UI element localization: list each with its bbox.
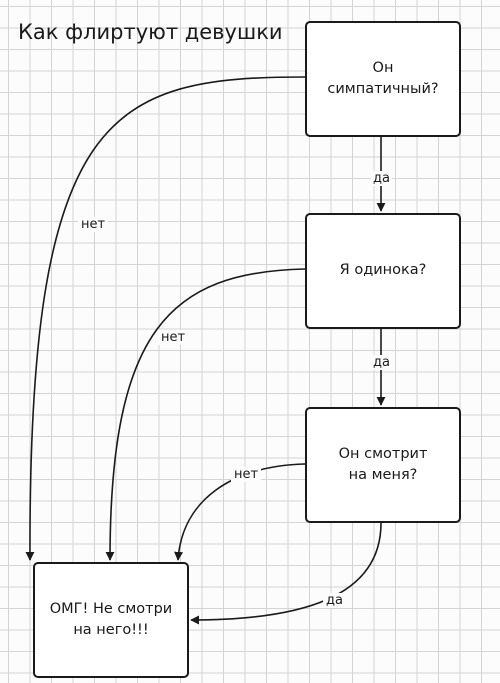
edge-label-q2-no: нет (158, 330, 189, 345)
edge-q1-to-result (25, 76, 306, 561)
decision-node-handsome: Он симпатичный? (305, 21, 461, 137)
result-node-label: ОМГ! Не смотри на него!!! (49, 600, 173, 638)
result-node: ОМГ! Не смотри на него!!! (33, 562, 189, 678)
decision-node-handsome-label: Он симпатичный? (327, 59, 439, 97)
decision-node-single: Я одинока? (305, 213, 461, 329)
edge-label-q1-no: нет (78, 217, 109, 232)
edge-q3-to-result-yes (190, 522, 382, 625)
edge-label-q3-no: нет (231, 467, 262, 482)
decision-node-looking-label: Он смотрит на меня? (338, 445, 428, 483)
edge-q2-to-result (105, 268, 306, 561)
decision-node-single-label: Я одинока? (339, 262, 427, 279)
edge-q3-to-result (174, 463, 306, 561)
decision-node-looking: Он смотрит на меня? (305, 407, 461, 523)
edge-label-q2-q3: да (371, 355, 392, 370)
edge-label-q3-result-yes: да (323, 593, 346, 608)
diagram-title: Как флиртуют девушки (18, 20, 283, 44)
edge-label-q1-q2: да (371, 171, 392, 186)
